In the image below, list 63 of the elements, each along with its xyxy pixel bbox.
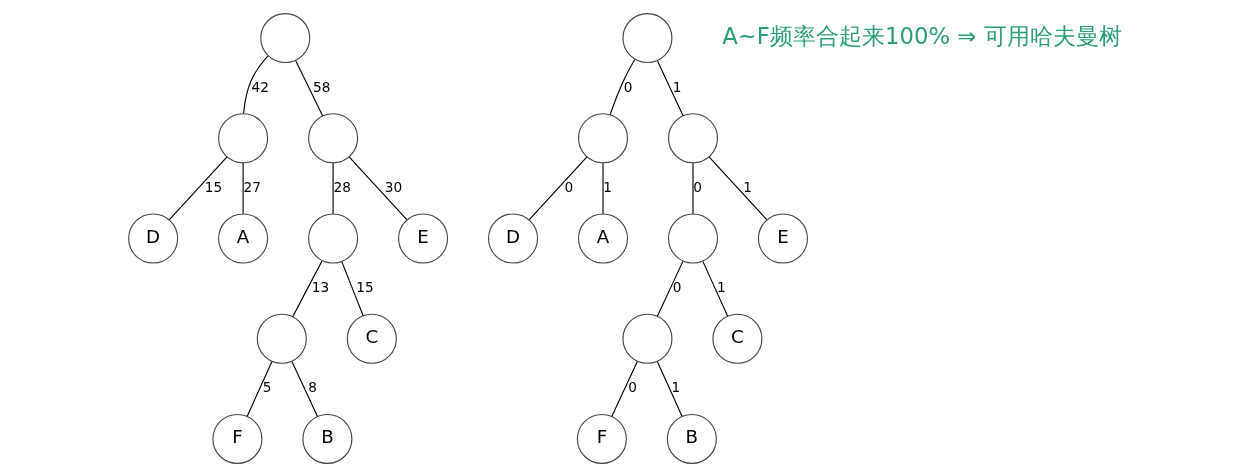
node-circle: C — [711, 313, 762, 364]
edge-label: 0 — [692, 178, 702, 195]
connector — [691, 162, 694, 214]
edge-label: 42 — [251, 78, 269, 95]
node-circle: D — [487, 212, 538, 264]
node-circle: A — [217, 212, 268, 264]
node-circle: B — [301, 413, 352, 464]
connector — [332, 162, 334, 214]
connector — [242, 162, 244, 214]
node-circle — [256, 313, 307, 364]
connector — [348, 155, 407, 220]
edge-label: 8 — [307, 378, 317, 395]
edge-label: 15 — [204, 178, 222, 195]
connector — [656, 360, 683, 417]
edge-label: 15 — [355, 278, 374, 295]
node-circle — [621, 313, 672, 364]
edge-label: 1 — [672, 78, 681, 95]
connector — [168, 155, 228, 220]
node-circle — [621, 12, 672, 63]
node-circle: E — [397, 212, 448, 264]
edge-label: 0 — [627, 378, 637, 395]
connector — [290, 360, 318, 417]
node-circle: F — [576, 413, 627, 464]
node-circle — [667, 112, 718, 163]
node-circle — [667, 212, 718, 264]
connector — [656, 260, 683, 317]
edge-label: 13 — [311, 278, 329, 295]
edge-label: 1 — [742, 178, 752, 195]
connector — [610, 360, 638, 417]
node-circle: D — [127, 212, 178, 264]
edge-label: 27 — [243, 178, 261, 195]
edge-label: 28 — [333, 178, 351, 195]
connector — [701, 260, 728, 316]
edge-label: 0 — [564, 178, 573, 195]
node-circle: E — [757, 212, 808, 264]
connector — [528, 155, 587, 220]
connector — [294, 59, 323, 116]
node-circle: B — [666, 413, 717, 464]
connector — [656, 59, 684, 116]
connector — [291, 259, 323, 317]
node-circle — [307, 212, 358, 264]
edge-label: 30 — [384, 178, 402, 195]
label: A~F频率合起来100% ⇒ 可用哈夫曼树 — [721, 22, 1122, 49]
edge-label: 58 — [312, 78, 330, 95]
edge-label: 0 — [672, 278, 681, 295]
connector — [609, 58, 635, 115]
node-circle — [259, 12, 310, 63]
connector — [242, 54, 268, 114]
node-circle: C — [346, 313, 397, 364]
edge-label: 1 — [671, 378, 680, 395]
connector — [340, 260, 364, 316]
node-circle: A — [577, 212, 628, 264]
edge-label: 1 — [716, 278, 726, 295]
edge-label: 0 — [623, 78, 632, 95]
node-circle — [217, 112, 268, 163]
edge-label: 5 — [262, 378, 271, 395]
connector — [601, 162, 604, 214]
connector — [246, 360, 273, 417]
node-circle — [577, 112, 628, 163]
node-circle — [307, 112, 358, 163]
connector — [708, 155, 767, 220]
edge-label: 1 — [602, 178, 612, 195]
node-circle: F — [211, 413, 262, 464]
